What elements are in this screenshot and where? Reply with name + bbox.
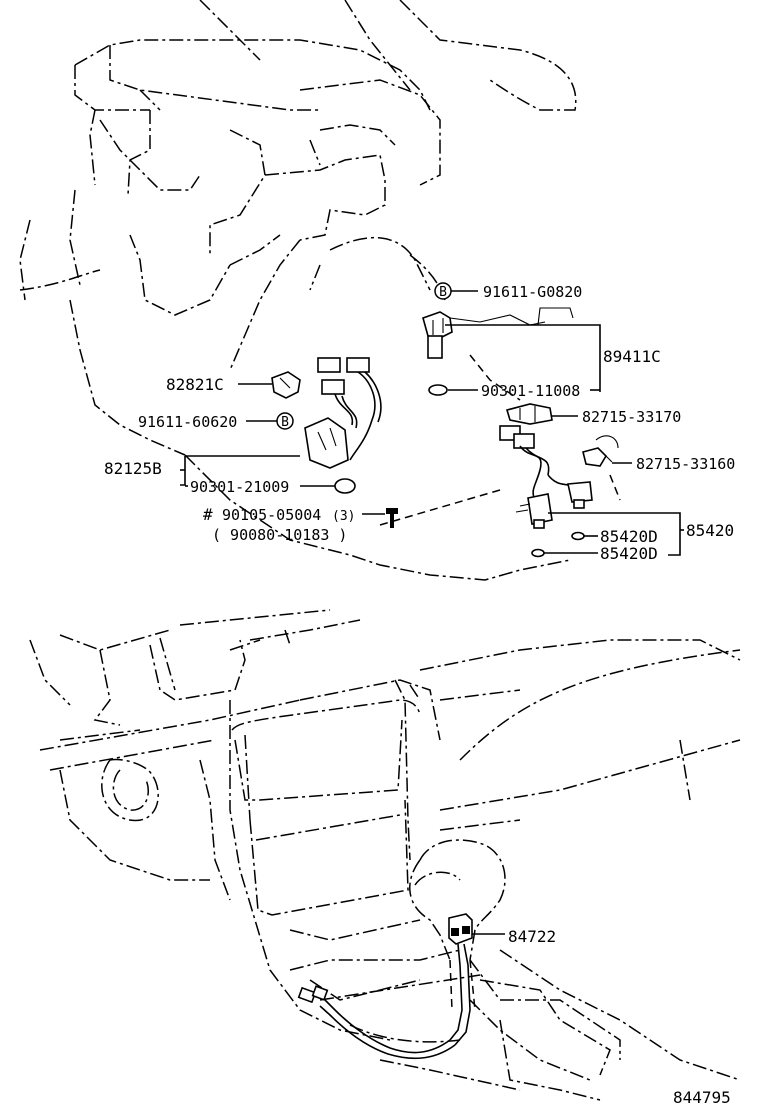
o-ring-85420d-a[interactable] — [571, 531, 585, 541]
bolt-b-marker-top: B — [434, 282, 452, 300]
clamp-33170-part[interactable] — [505, 403, 553, 425]
part-label-90105-05004[interactable]: 90105-05004 — [222, 506, 321, 524]
engine-outline — [19, 0, 577, 456]
harness-cable-lower[interactable] — [297, 985, 456, 1060]
part-label-89411c[interactable]: 89411C — [603, 347, 661, 366]
hash-marker: # — [203, 505, 213, 524]
svg-text:B: B — [281, 415, 289, 430]
bolt-b-marker-left: B — [276, 412, 294, 430]
o-ring-85420d-b[interactable] — [531, 548, 545, 558]
part-label-90301-21009[interactable]: 90301-21009 — [190, 478, 289, 496]
part-label-91611-60620[interactable]: 91611-60620 — [138, 413, 237, 431]
console-outline — [29, 609, 741, 1101]
part-label-90301-11008[interactable]: 90301-11008 — [481, 382, 580, 400]
part-label-82821c[interactable]: 82821C — [166, 375, 224, 394]
o-ring-90301-21009[interactable] — [334, 478, 356, 494]
svg-text:B: B — [439, 285, 447, 300]
clamp-33160-part[interactable] — [582, 447, 613, 467]
part-label-91611-g0820[interactable]: 91611-G0820 — [483, 283, 582, 301]
part-label-85420d-b[interactable]: 85420D — [600, 544, 658, 563]
part-label-85420[interactable]: 85420 — [686, 521, 734, 540]
part-label-82715-33170[interactable]: 82715-33170 — [582, 408, 681, 426]
part-label-84722[interactable]: 84722 — [508, 927, 556, 946]
speed-sensor-part[interactable] — [422, 311, 546, 359]
part-label-85420d-a[interactable]: 85420D — [600, 527, 658, 546]
o-ring-small-part[interactable] — [428, 384, 448, 396]
part-label-82715-33160[interactable]: 82715-33160 — [636, 455, 735, 473]
connector-82821c-part[interactable] — [271, 371, 301, 399]
diagram-number: 844795 — [673, 1088, 731, 1107]
part-label-90080-10183[interactable]: ( 90080-10183 ) — [212, 526, 347, 544]
solenoid-harness-part[interactable] — [499, 425, 593, 529]
shift-knob — [409, 839, 506, 1011]
switch-84722-part[interactable] — [448, 913, 473, 1046]
bolt-90105-part[interactable] — [386, 508, 398, 528]
harness-82125b-part[interactable] — [304, 357, 382, 469]
transmission-outline — [184, 354, 621, 581]
part-label-82125b[interactable]: 82125B — [104, 459, 162, 478]
quantity-label: (3) — [332, 509, 355, 524]
